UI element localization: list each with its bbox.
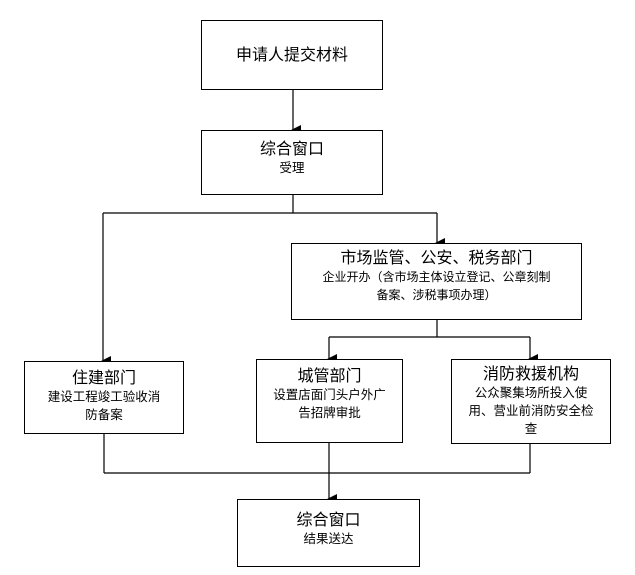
node-urban-sub1: 设置店面门头户外广 — [273, 387, 386, 402]
node-urban: 城管部门 设置店面门头户外广 告招牌审批 — [256, 359, 403, 443]
node-fire-sub3: 查 — [524, 421, 538, 436]
node-applicant-title: 申请人提交材料 — [235, 45, 348, 64]
node-window-accept-title: 综合窗口 — [259, 139, 324, 158]
node-window-accept: 综合窗口 受理 — [201, 130, 383, 195]
node-housing-sub2: 防备案 — [85, 407, 123, 422]
node-applicant: 申请人提交材料 — [201, 20, 383, 90]
node-fire-sub1: 公众聚集场所投入使 — [474, 385, 588, 400]
node-window-result-sub: 结果送达 — [303, 531, 354, 546]
node-market: 市场监管、公安、税务部门 企业开办（含市场主体设立登记、公章刻制 备案、涉税事项… — [291, 243, 582, 320]
node-window-result: 综合窗口 结果送达 — [237, 499, 420, 567]
node-fire-sub2: 用、营业前消防安全检 — [468, 403, 594, 418]
node-window-accept-sub: 受理 — [279, 160, 305, 175]
node-fire: 消防救援机构 公众聚集场所投入使 用、营业前消防安全检 查 — [451, 359, 611, 444]
node-window-result-title: 综合窗口 — [296, 510, 361, 529]
node-housing-sub1: 建设工程竣工验收消 — [47, 389, 161, 404]
node-fire-title: 消防救援机构 — [482, 364, 579, 383]
node-market-sub2: 备案、涉税事项办理） — [376, 288, 497, 302]
node-housing-title: 住建部门 — [71, 368, 136, 387]
node-housing: 住建部门 建设工程竣工验收消 防备案 — [24, 361, 184, 434]
node-urban-title: 城管部门 — [297, 366, 362, 385]
node-market-title: 市场监管、公安、税务部门 — [340, 248, 533, 267]
node-urban-sub2: 告招牌审批 — [298, 405, 361, 420]
node-market-sub1: 企业开办（含市场主体设立登记、公章刻制 — [322, 270, 551, 284]
